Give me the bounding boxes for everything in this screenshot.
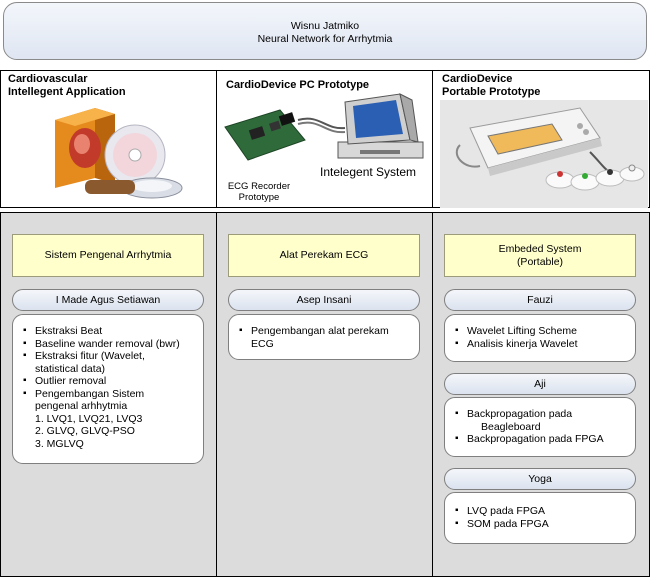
task-item: Pengembangan alat perekam [237, 325, 411, 338]
portable-title-line1: CardioDevice [442, 73, 513, 85]
task-card: Backpropagation pada Beagleboard Backpro… [444, 397, 636, 457]
column-header-line2: (Portable) [516, 255, 564, 268]
divider [432, 212, 433, 577]
portable-title: CardioDevice Portable Prototype [442, 73, 540, 99]
header-banner: Wisnu Jatmiko Neural Network for Arrhytm… [3, 2, 647, 60]
task-subitem: 3. MGLVQ [35, 437, 84, 450]
divider [216, 70, 217, 208]
person-pill: Fauzi [444, 289, 636, 311]
task-item: Analisis kinerja Wavelet [453, 338, 627, 351]
task-item: Backpropagation pada [453, 408, 627, 421]
person-pill: Aji [444, 373, 636, 395]
app-title: Cardiovascular Intellegent Application [8, 73, 126, 99]
divider [432, 70, 433, 208]
person-pill: Yoga [444, 468, 636, 490]
recorder-caption-line2: Prototype [238, 192, 280, 203]
task-item: Ekstraksi fitur (Wavelet, [21, 350, 195, 363]
column-header: Embeded System (Portable) [444, 234, 636, 277]
portable-title-line2: Portable Prototype [442, 86, 541, 98]
divider [216, 212, 217, 577]
task-card: Ekstraksi Beat Baseline wander removal (… [12, 314, 204, 464]
ecg-recorder-and-pc-image [224, 93, 424, 161]
column-header: Sistem Pengenal Arrhytmia [12, 234, 204, 277]
software-box-image [55, 108, 183, 199]
task-subitem: 1. LVQ1, LVQ21, LVQ3 [35, 412, 143, 425]
task-item: Ekstraksi Beat [21, 325, 195, 338]
task-item: LVQ pada FPGA [453, 505, 627, 518]
task-item: Wavelet Lifting Scheme [453, 325, 627, 338]
column-header-line1: Embeded System [498, 242, 582, 255]
task-item-cont: ECG [251, 337, 274, 350]
recorder-caption-line1: ECG Recorder [227, 181, 291, 192]
task-item: Pengembangan Sistem [21, 388, 195, 401]
task-item: SOM pada FPGA [453, 518, 627, 531]
app-title-line1: Cardiovascular [8, 73, 88, 85]
person-pill: I Made Agus Setiawan [12, 289, 204, 311]
person-pill: Asep Insani [228, 289, 420, 311]
task-item-cont: statistical data) [35, 362, 106, 375]
task-item: Outlier removal [21, 375, 195, 388]
project-title: Neural Network for Arrhytmia [257, 33, 393, 45]
task-item-cont: Beagleboard [481, 420, 541, 433]
task-card: LVQ pada FPGA SOM pada FPGA [444, 492, 636, 544]
task-subitem: 2. GLVQ, GLVQ-PSO [35, 425, 135, 437]
task-item: Baseline wander removal (bwr) [21, 338, 195, 351]
recorder-caption: ECG Recorder Prototype [222, 181, 296, 203]
pc-prototype-title: CardioDevice PC Prototype [226, 79, 370, 91]
author-name: Wisnu Jatmiko [290, 20, 360, 32]
app-title-line2: Intellegent Application [8, 86, 126, 98]
system-caption: Intelegent System [320, 165, 417, 179]
column-header: Alat Perekam ECG [228, 234, 420, 277]
portable-device-image [440, 100, 648, 208]
task-card: Wavelet Lifting Scheme Analisis kinerja … [444, 314, 636, 362]
task-card: Pengembangan alat perekam ECG [228, 314, 420, 360]
task-item-cont: pengenal arhhytmia [35, 400, 128, 412]
task-item: Backpropagation pada FPGA [453, 433, 627, 446]
